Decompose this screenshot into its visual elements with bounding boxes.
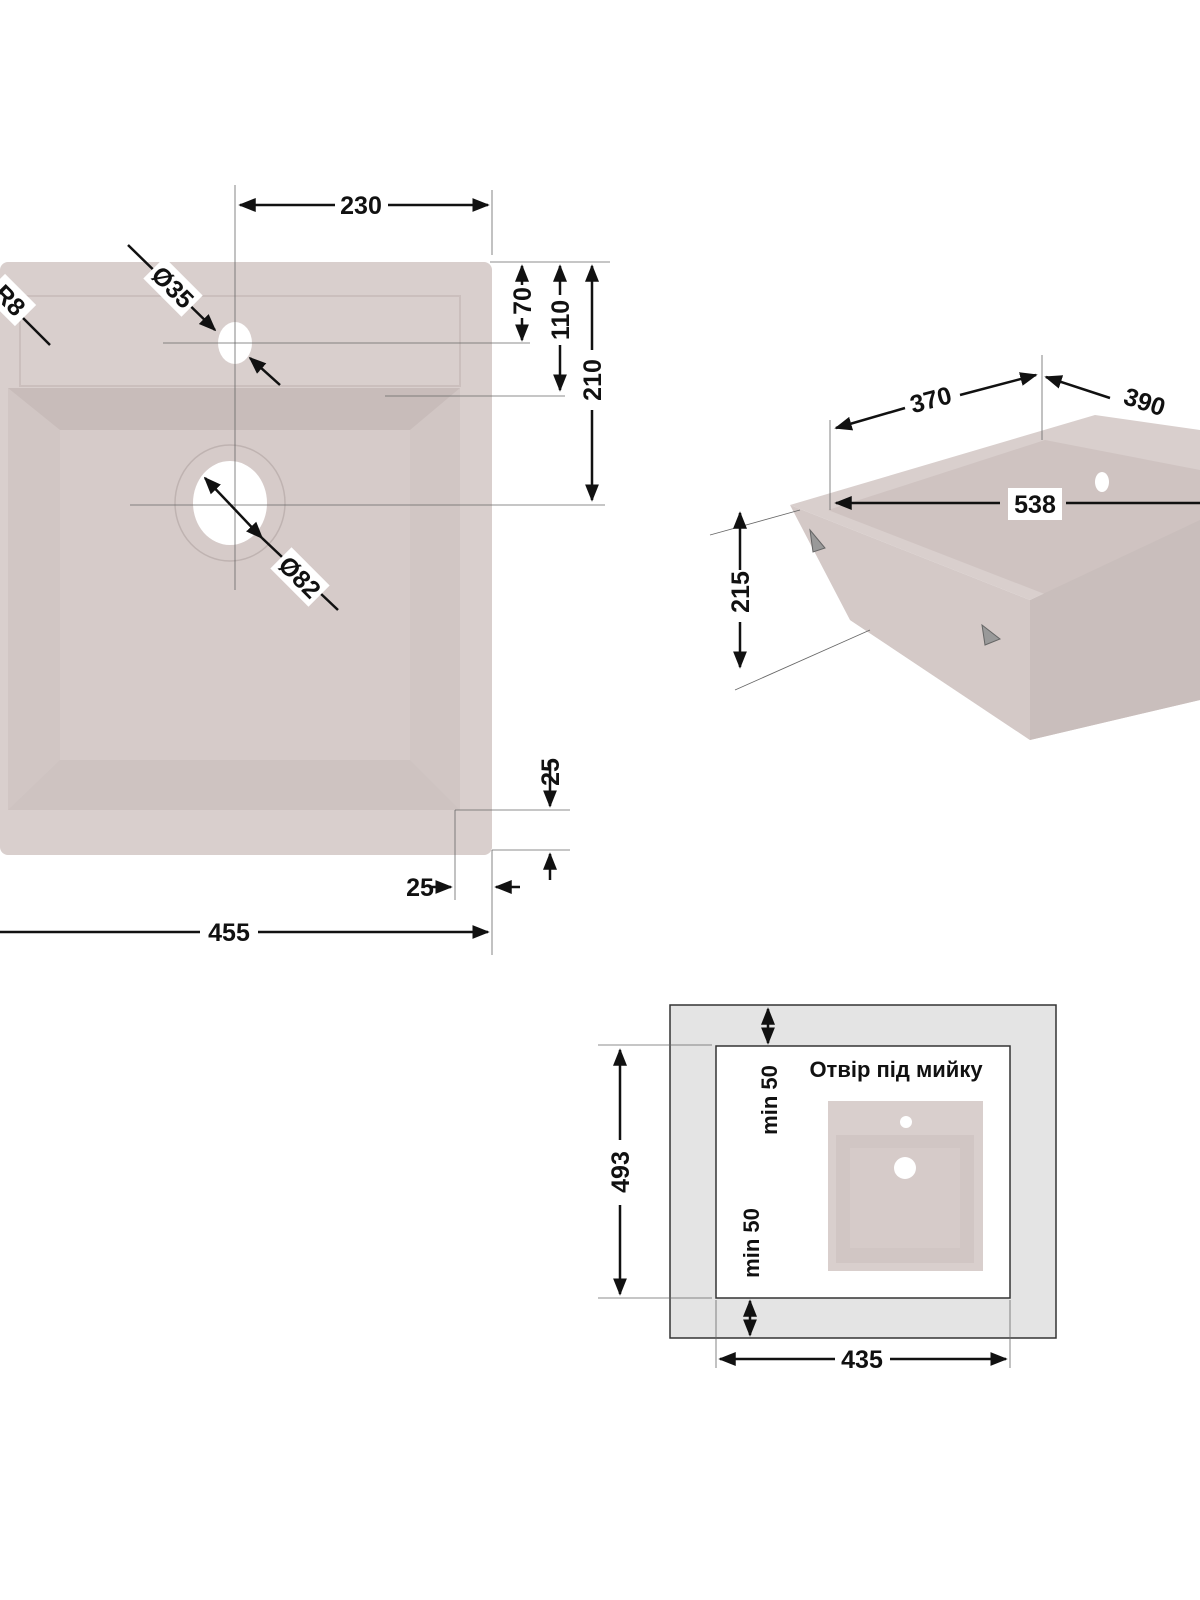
mounting-clip-icon bbox=[809, 528, 826, 553]
dim-min-50-left: min 50 bbox=[739, 1208, 764, 1278]
dim-230: 230 bbox=[340, 192, 382, 220]
dim-110: 110 bbox=[547, 300, 575, 340]
dim-390: 390 bbox=[1120, 383, 1168, 423]
sink-thumbnail bbox=[828, 1101, 983, 1271]
mounting-clip-icon bbox=[981, 623, 1001, 646]
top-view-sink bbox=[0, 262, 492, 855]
dim-215: 215 bbox=[727, 571, 755, 613]
dim-370: 370 bbox=[907, 381, 955, 419]
dim-70: 70 bbox=[509, 287, 537, 315]
dim-25-bottom: 25 bbox=[537, 758, 565, 786]
dim-435: 435 bbox=[841, 1346, 883, 1374]
dim-25-side: 25 bbox=[406, 874, 434, 902]
dim-493: 493 bbox=[607, 1151, 635, 1193]
iso-view-sink bbox=[790, 415, 1200, 740]
dim-538: 538 bbox=[1014, 491, 1056, 519]
top-view-dimension-lines bbox=[0, 185, 610, 955]
iso-dimension-lines bbox=[709, 355, 1200, 691]
dim-455: 455 bbox=[208, 919, 250, 947]
dim-210: 210 bbox=[579, 359, 607, 401]
iso-labels: 370 390 538 215 bbox=[727, 381, 1169, 613]
cutout-title: Отвір під мийку bbox=[809, 1057, 983, 1082]
dim-min-50-top: min 50 bbox=[757, 1065, 782, 1135]
cutout-diagram: Отвір під мийку 493 min 50 min 50 435 bbox=[598, 1004, 1057, 1374]
